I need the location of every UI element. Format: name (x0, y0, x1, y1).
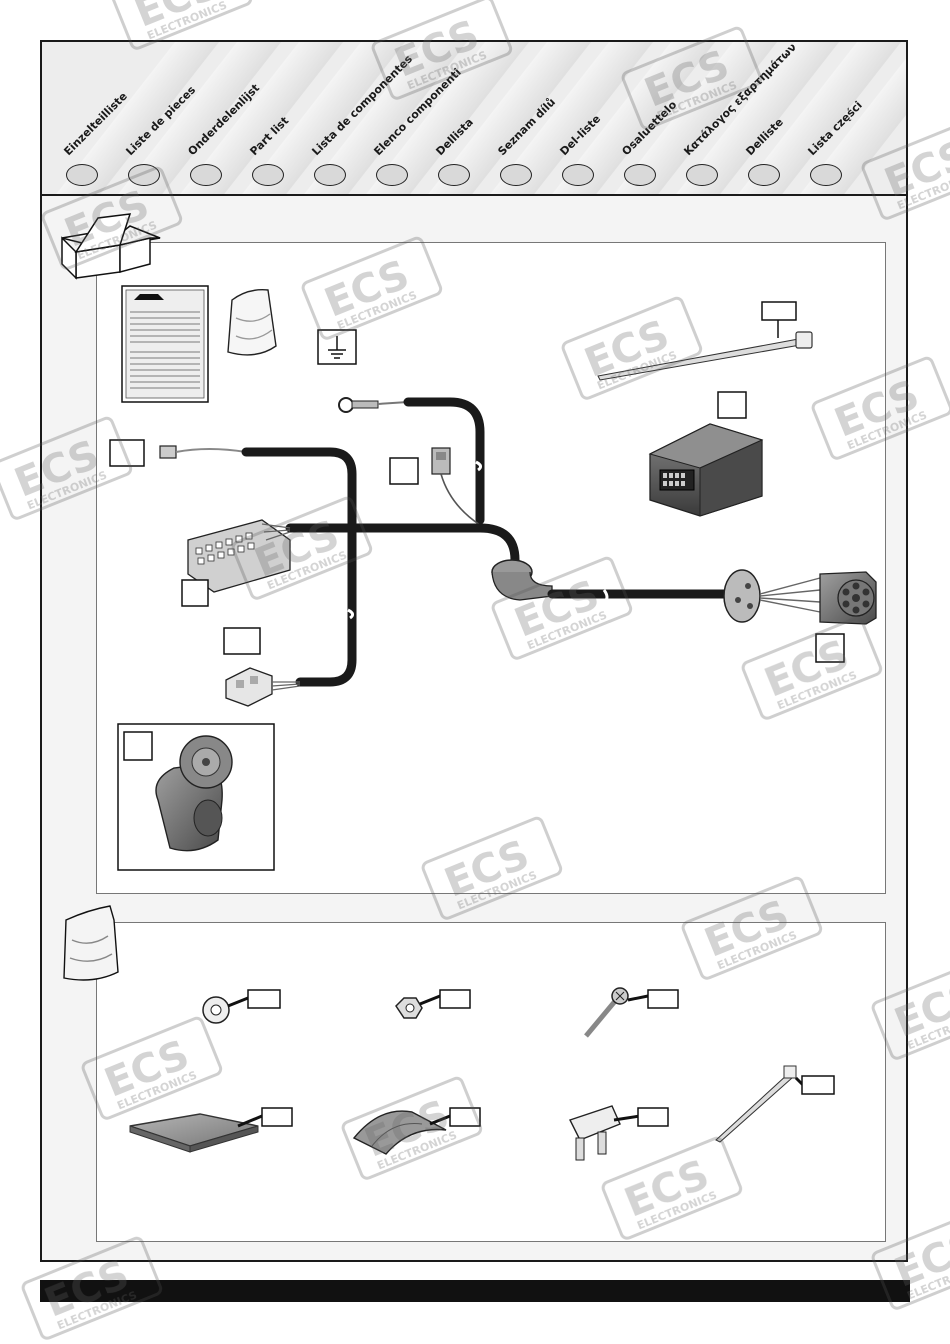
connector-icon (389, 447, 451, 485)
screw-icon (584, 987, 679, 1038)
language-oval (66, 164, 98, 186)
language-oval (500, 164, 532, 186)
adhesive-tape-icon (352, 1107, 481, 1155)
plastic-bag-icon (227, 289, 277, 356)
fuse-icon (569, 1105, 669, 1161)
cable-tie-icon (715, 1065, 835, 1143)
language-column: Dellista (416, 42, 592, 194)
cable-grommet (491, 559, 553, 601)
plastic-bag-icon (63, 905, 119, 981)
language-oval (190, 164, 222, 186)
language-oval (376, 164, 408, 186)
connector-icon (723, 569, 761, 623)
language-column: Onderdelenlijst (168, 42, 344, 194)
language-oval (624, 164, 656, 186)
language-column: Lista części (788, 42, 906, 194)
language-column: Seznam dílů (478, 42, 654, 194)
control-module-icon (648, 391, 764, 517)
ring-terminal-icon (338, 397, 379, 413)
language-column: Part list (230, 42, 406, 194)
language-column: Liste de pieces (106, 42, 282, 194)
language-oval (748, 164, 780, 186)
language-oval (314, 164, 346, 186)
connector-icon (181, 519, 291, 607)
language-oval (128, 164, 160, 186)
box-icon (61, 213, 161, 280)
connector-icon (223, 627, 273, 707)
language-column: Lista de componentes (292, 42, 468, 194)
nut-icon (395, 989, 471, 1019)
foam-pad-icon (129, 1107, 293, 1153)
bottom-bar (40, 1280, 910, 1302)
small-parts-panel (96, 922, 886, 1242)
instruction-sheet-icon (121, 285, 209, 403)
ground-symbol-icon (317, 329, 357, 365)
language-column: Del-liste (540, 42, 716, 194)
language-column: Κατάλογος εξαρτημάτων (664, 42, 840, 194)
wiring-harness (109, 397, 877, 707)
language-oval (686, 164, 718, 186)
language-column: Delliste (726, 42, 902, 194)
language-oval (252, 164, 284, 186)
language-oval (438, 164, 470, 186)
language-oval (562, 164, 594, 186)
language-column: Elenco componenti (354, 42, 530, 194)
socket-icon (117, 723, 275, 871)
language-column: Einzelteilliste (44, 42, 220, 194)
socket-icon (815, 571, 877, 663)
washer-icon (202, 989, 281, 1024)
language-column: Osaluettelo (602, 42, 778, 194)
cable-tie-icon (597, 301, 813, 381)
language-oval (810, 164, 842, 186)
